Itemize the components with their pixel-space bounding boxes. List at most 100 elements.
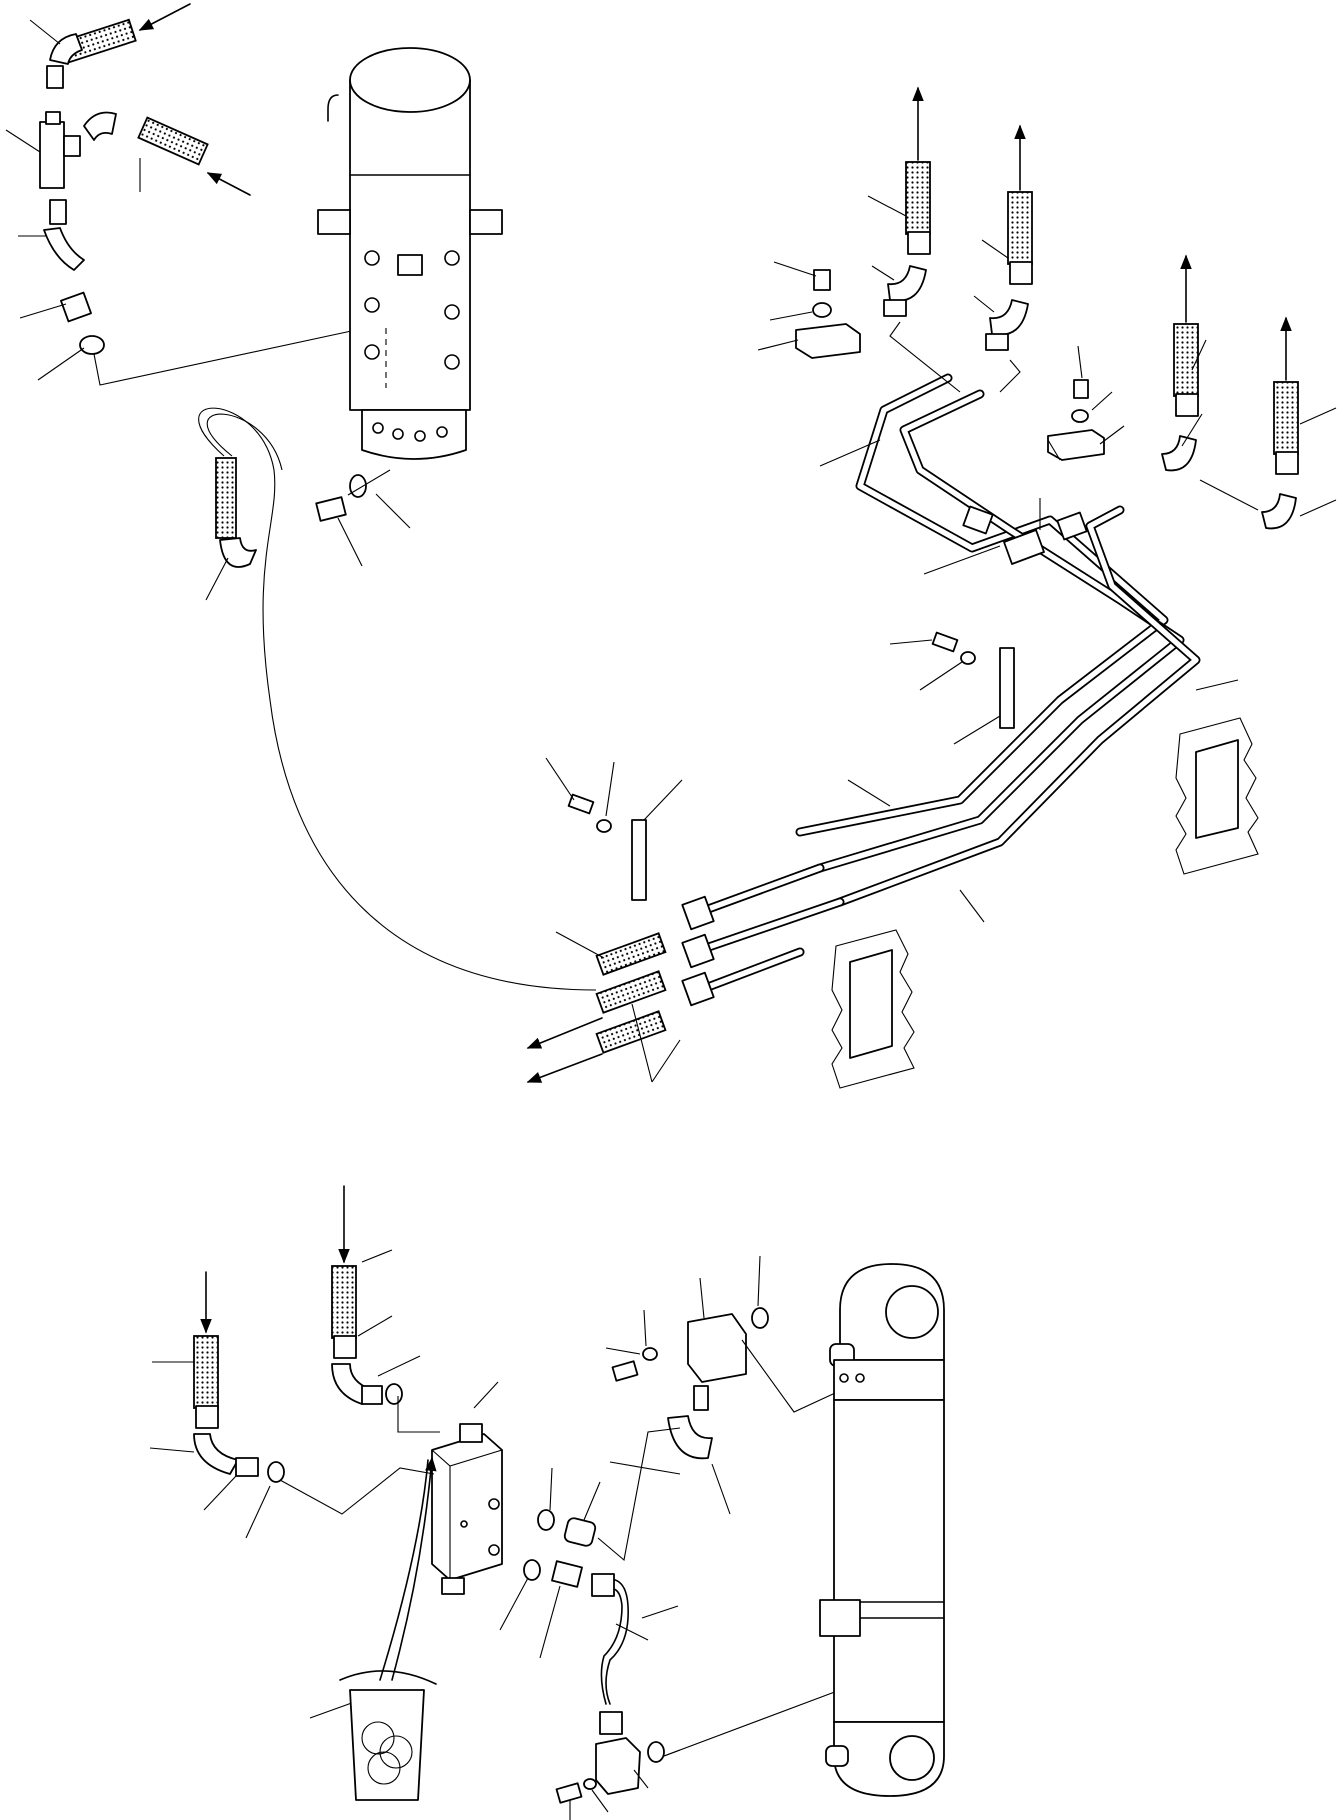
pipe-nut — [681, 971, 715, 1007]
adapter-4 — [883, 299, 907, 317]
swivel-lug-right — [469, 209, 503, 235]
nut-6 — [1175, 393, 1199, 417]
leader — [397, 1396, 440, 1433]
pipe-end-fittings — [526, 895, 715, 1083]
nut-7 — [1275, 451, 1299, 475]
washer-16 — [642, 1347, 658, 1361]
elbow-4 — [887, 265, 927, 302]
hose-end-10 — [595, 1010, 667, 1054]
tee-cap — [45, 111, 61, 125]
port — [414, 430, 426, 442]
hose-end-6 — [1173, 323, 1199, 397]
clamp-3 — [999, 647, 1015, 729]
decal-bracket — [339, 1670, 437, 1685]
bent-hose-short — [43, 227, 85, 271]
eye-hole-top — [885, 1285, 939, 1339]
bottom-valve-assembly — [149, 1185, 847, 1820]
nut-4 — [907, 231, 931, 255]
pipe-nut — [1056, 511, 1088, 541]
tube-nut-top — [591, 1573, 615, 1597]
clamp-detail-1 — [1195, 739, 1239, 839]
nut-11 — [333, 1335, 357, 1359]
leader-lines-upper — [5, 19, 1337, 1083]
cylinder-port-block — [819, 1599, 861, 1637]
flange-bottom — [595, 1737, 641, 1795]
hose-end-2 — [137, 116, 209, 166]
port — [488, 1544, 500, 1556]
decal-symbol — [361, 1721, 395, 1755]
leader-tee-to-swivel — [93, 329, 357, 386]
elbow-7 — [1261, 493, 1297, 530]
swivel-tab — [327, 94, 339, 122]
elbow-fitting-2 — [83, 111, 117, 141]
port — [392, 428, 404, 440]
nut-12 — [195, 1405, 219, 1429]
cylinder-head — [833, 1359, 945, 1401]
port — [364, 250, 380, 266]
nipple-2 — [49, 199, 67, 225]
port — [444, 304, 460, 320]
pipe-clamps — [567, 631, 1259, 1089]
swivel-base — [361, 409, 467, 460]
nipple-1 — [46, 65, 64, 89]
seal-16 — [751, 1307, 769, 1329]
pipe-1 — [795, 373, 1169, 837]
bolt-2 — [1073, 379, 1089, 399]
hose-end-12 — [193, 1335, 219, 1409]
pipe-nut — [681, 933, 715, 969]
port — [488, 1498, 500, 1510]
seal-15 — [647, 1741, 665, 1763]
valve-block-edges — [431, 1449, 503, 1580]
seal-12 — [267, 1461, 285, 1483]
upper-right-fittings — [795, 86, 1299, 530]
inflow-arrow-1 — [138, 3, 191, 31]
port — [444, 250, 460, 266]
elbow-16 — [667, 1415, 713, 1460]
outflow-arrow-6 — [526, 1053, 603, 1083]
pipe-nut — [681, 895, 715, 931]
swivel-lug-left — [317, 209, 351, 235]
washer-15 — [583, 1778, 597, 1790]
port — [364, 297, 380, 313]
bolt-1 — [813, 269, 831, 291]
valve-top-plug — [459, 1423, 483, 1443]
bolt-3 — [931, 631, 959, 653]
bent-tube-1 — [595, 1578, 629, 1705]
hose-end-5 — [1007, 191, 1033, 265]
nipple-16 — [693, 1385, 709, 1411]
adapter-2 — [315, 496, 347, 522]
tube-nut-bottom — [599, 1711, 623, 1735]
adapter-12 — [235, 1457, 259, 1477]
leader — [663, 1689, 841, 1757]
clamp-1 — [795, 323, 861, 359]
top-left-fitting-group — [39, 3, 357, 386]
decal-symbol — [367, 1751, 401, 1785]
hose-end-3 — [215, 457, 237, 539]
elbow-5 — [989, 299, 1029, 336]
washer-4 — [596, 819, 612, 833]
port — [855, 1373, 865, 1383]
washer-2 — [1071, 409, 1089, 423]
bent-tube-2 — [600, 1587, 623, 1705]
seal-11 — [385, 1383, 403, 1405]
leader — [279, 1467, 435, 1515]
inflow-arrow-2 — [206, 172, 251, 196]
pipe-nut — [962, 505, 994, 535]
elbow-fitting-1 — [49, 33, 83, 65]
eye-hole-bottom — [889, 1735, 935, 1781]
flange-top — [687, 1313, 747, 1383]
hose-end-7 — [1273, 381, 1299, 455]
clamp-4 — [631, 819, 647, 901]
port — [364, 344, 380, 360]
elbow-6 — [1161, 435, 1197, 472]
port — [372, 422, 384, 434]
swivel-port-top — [397, 254, 423, 276]
adapter-1 — [60, 291, 92, 323]
swivel-lower-fittings — [315, 469, 391, 522]
pointer-curve-2 — [391, 1456, 437, 1681]
port — [444, 354, 460, 370]
clamp-2 — [1047, 429, 1105, 461]
washer-1 — [812, 302, 832, 318]
grease-nipple-bottom — [825, 1745, 849, 1767]
